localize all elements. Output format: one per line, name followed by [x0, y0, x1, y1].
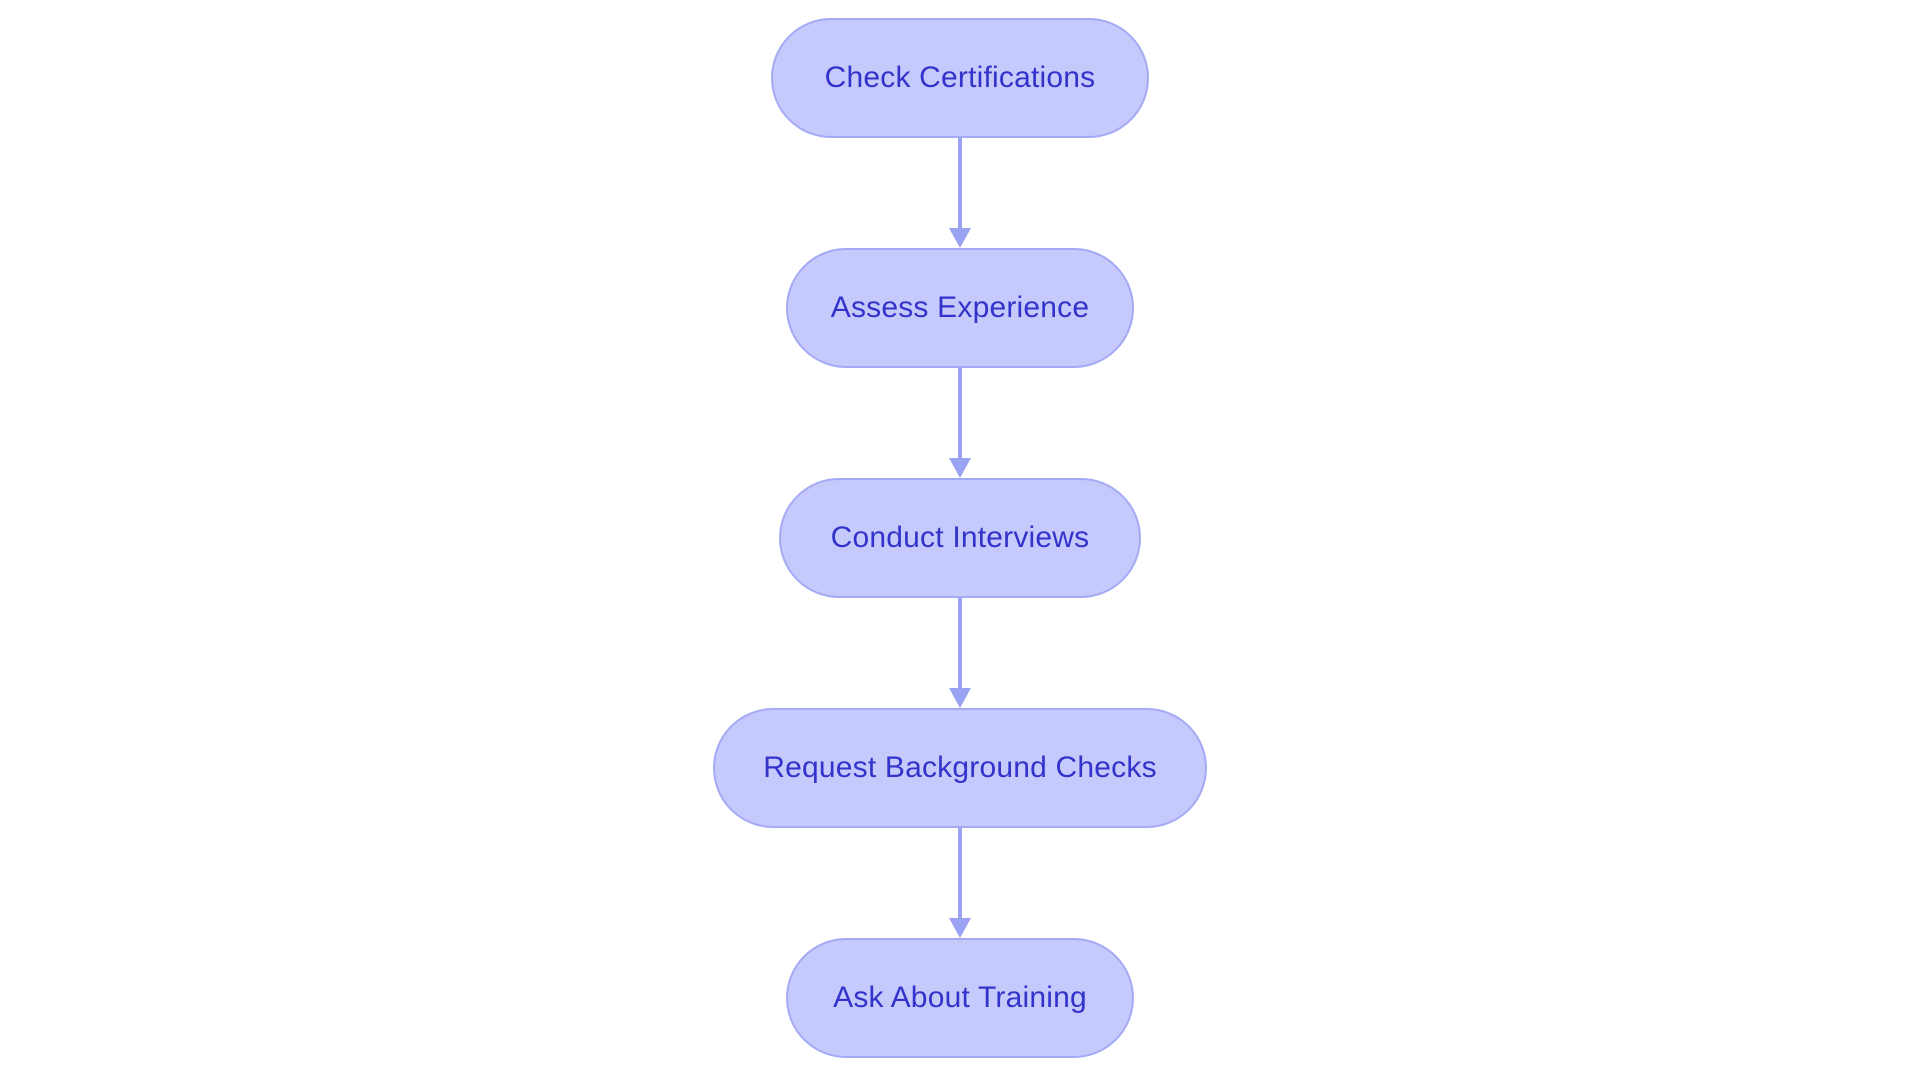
flow-connector-1 [940, 138, 980, 248]
flow-connector-2 [940, 368, 980, 478]
flow-node-label: Check Certifications [824, 61, 1096, 94]
flow-node-label: Request Background Checks [763, 751, 1157, 784]
arrow-down-icon [949, 458, 971, 478]
flow-node-check-certifications[interactable]: Check Certifications [771, 18, 1149, 138]
arrow-down-icon [949, 688, 971, 708]
arrow-down-icon [949, 918, 971, 938]
flow-node-request-background-checks[interactable]: Request Background Checks [713, 708, 1207, 828]
flow-node-ask-about-training[interactable]: Ask About Training [786, 938, 1134, 1058]
flow-node-label: Assess Experience [830, 291, 1090, 324]
flow-connector-3 [940, 598, 980, 708]
flow-node-label: Ask About Training [833, 981, 1087, 1014]
arrow-down-icon [949, 228, 971, 248]
flow-node-conduct-interviews[interactable]: Conduct Interviews [779, 478, 1141, 598]
flow-connector-4 [940, 828, 980, 938]
flow-node-assess-experience[interactable]: Assess Experience [786, 248, 1134, 368]
flow-node-label: Conduct Interviews [830, 521, 1090, 554]
